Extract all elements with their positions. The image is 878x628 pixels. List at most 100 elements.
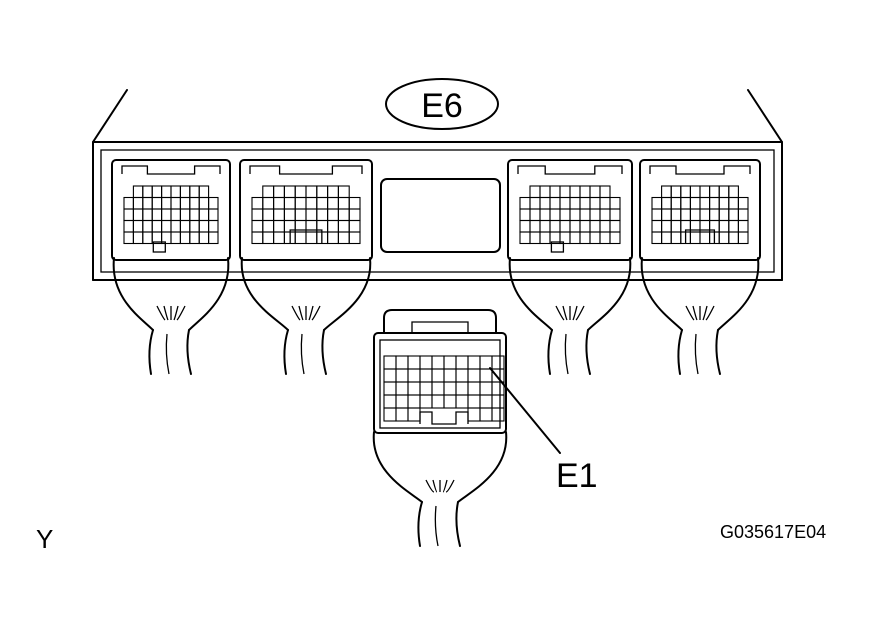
pin-cell [479, 394, 493, 409]
connector-shell [507, 159, 633, 261]
pin-cell [198, 196, 210, 210]
pin-cell [670, 219, 682, 233]
cable-tail [564, 333, 569, 375]
harness-outline [323, 257, 372, 331]
cable-tail [585, 329, 591, 375]
pin-cell [198, 219, 210, 233]
connector-shell [373, 332, 507, 434]
pin-cell [539, 231, 551, 245]
pin-cell [123, 208, 134, 222]
pin-cell [559, 219, 571, 233]
pin-cell [262, 208, 275, 222]
pin-cell [161, 219, 172, 233]
pin-cell [589, 208, 601, 222]
pin-cell [728, 219, 739, 233]
pin-cell [273, 196, 285, 210]
pin-cell [689, 185, 701, 199]
pin-cell [208, 208, 219, 222]
pin-cell [283, 208, 296, 222]
connector-key [152, 241, 166, 253]
pin-cell [599, 208, 611, 222]
wire-strand [298, 305, 304, 321]
connector-cap-detail [411, 321, 469, 333]
pin-cell [718, 196, 730, 210]
pin-cell [661, 185, 672, 199]
cable-tail [321, 329, 327, 375]
harness-outline [508, 257, 553, 331]
wire-strand [562, 305, 568, 321]
pin-cell [407, 368, 421, 383]
pin-cell [273, 208, 285, 222]
pin-cell [179, 231, 191, 245]
ecu-housing [92, 89, 783, 281]
pin-cell [283, 185, 296, 199]
ecu-connector [111, 159, 231, 375]
pin-cell [262, 231, 275, 245]
pin-cell [419, 368, 433, 383]
pin-cell [251, 219, 264, 233]
pin-cell [294, 231, 307, 245]
pin-cell [491, 394, 505, 409]
pin-cell [699, 208, 711, 222]
wire-strand [442, 479, 448, 493]
connector-shell [111, 159, 231, 261]
pin-cell [316, 196, 329, 210]
pin-cell [348, 208, 361, 222]
pin-cell [579, 185, 591, 199]
cable-tail [547, 329, 553, 375]
pin-cell [208, 219, 219, 233]
pin-cell [599, 185, 611, 199]
wire-strand [425, 479, 435, 493]
harness-outline [188, 257, 230, 331]
wire-strand [291, 305, 301, 321]
pin-cell [431, 355, 445, 370]
pin-cell [529, 208, 541, 222]
pin-cell [579, 196, 591, 210]
harness-outline [112, 257, 154, 331]
pin-cell [519, 196, 531, 210]
pin-cell [305, 196, 318, 210]
pin-cell [559, 208, 571, 222]
harness-outline [717, 257, 760, 331]
pin-cell [569, 208, 581, 222]
pin-cell [208, 231, 219, 245]
pin-cell [395, 394, 409, 409]
pin-cell [337, 219, 350, 233]
pin-cell [709, 196, 720, 210]
wire-strand [555, 305, 565, 321]
pin-cell [609, 231, 621, 245]
pin-cell [549, 208, 561, 222]
pin-cell [661, 219, 672, 233]
pin-cell [549, 196, 561, 210]
pin-cell [348, 196, 361, 210]
pin-cell [529, 219, 541, 233]
harness-outline [457, 431, 508, 503]
pin-cell [179, 196, 191, 210]
cable-tail [300, 333, 305, 375]
pin-cell [170, 196, 181, 210]
ecu-label: E6 [421, 87, 463, 125]
pin-cell [467, 407, 481, 422]
pin-cell [262, 196, 275, 210]
pin-cell [589, 185, 601, 199]
pin-cell [316, 208, 329, 222]
pin-cell [123, 196, 134, 210]
pin-cell [539, 208, 551, 222]
wire-strand [685, 305, 695, 321]
pin-cell [294, 185, 307, 199]
pin-cell [407, 381, 421, 396]
pin-cell [273, 231, 285, 245]
pin-cell [305, 231, 318, 245]
connector-latch [249, 165, 363, 175]
pin-cell [728, 208, 739, 222]
pin-cell [327, 231, 339, 245]
cable-tail [283, 329, 289, 375]
pin-cell [305, 208, 318, 222]
pin-cell [651, 208, 663, 222]
pin-cell [189, 231, 200, 245]
wire-strand [173, 305, 179, 321]
pin-cell [737, 196, 749, 210]
wire-strand [575, 305, 585, 321]
pin-cell [189, 219, 200, 233]
pin-cell [179, 185, 191, 199]
